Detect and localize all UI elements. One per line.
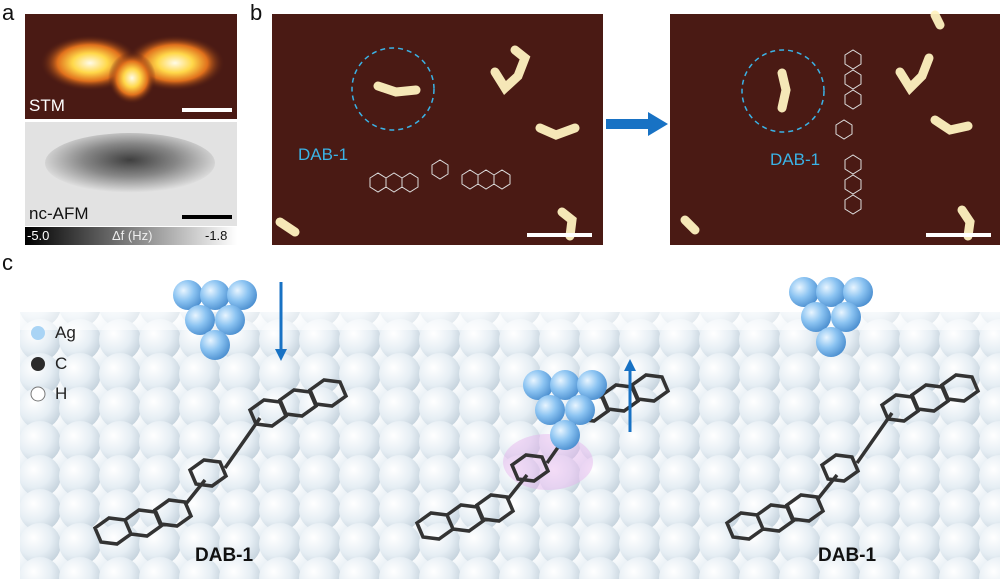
c-legend-icon [31,357,45,371]
dab1-label-before: DAB-1 [298,145,349,164]
colorbar-min: -5.0 [27,228,50,243]
dab1-label-left: DAB-1 [195,545,254,566]
ag-tip-left [173,280,257,360]
legend-c: C [55,354,68,373]
colorbar-max: -1.8 [205,228,228,243]
colorbar [25,227,237,245]
h-legend-icon [30,386,46,402]
stm-label: STM [29,96,65,115]
molecules [92,373,980,546]
colorbar-title: Δf (Hz) [112,228,153,243]
dab1-label-right: DAB-1 [818,545,877,566]
legend-ag: Ag [55,323,76,342]
ag-tip-middle [523,370,607,450]
panel-label-b: b [250,0,263,25]
afm-label: nc-AFM [29,204,89,223]
ag-legend-icon [31,326,45,340]
ag-tip-right [789,277,873,357]
scale-bar [182,108,232,112]
panel-label-a: a [2,0,15,25]
panel-label-c: c [2,250,13,275]
ag-surface [20,312,1000,579]
dab1-label-after: DAB-1 [770,150,821,169]
legend-h: H [55,384,68,403]
scale-bar [182,215,232,219]
